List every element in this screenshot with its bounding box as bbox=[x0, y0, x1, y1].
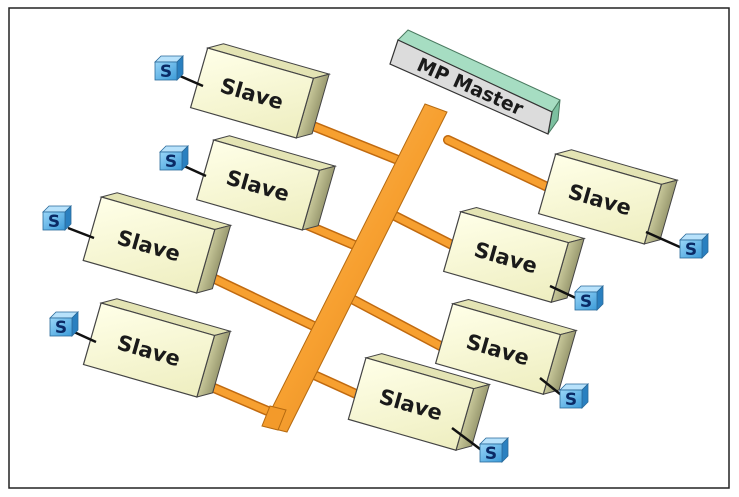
sensor-label: S bbox=[485, 444, 497, 464]
sensor-device-5: S bbox=[679, 233, 709, 260]
sensor-link-4 bbox=[73, 330, 97, 344]
slave-device-8: Slave bbox=[347, 353, 492, 451]
slave-device-4: Slave bbox=[82, 298, 233, 398]
slave-device-2: Slave bbox=[195, 135, 338, 231]
sensor-device-7: S bbox=[559, 383, 589, 410]
sensor-device-3: S bbox=[42, 205, 72, 232]
sensor-link-3 bbox=[67, 226, 95, 240]
mp-master: MP Master bbox=[389, 29, 561, 135]
sensor-label: S bbox=[165, 152, 177, 172]
sensor-link-2 bbox=[183, 164, 207, 178]
main-bus bbox=[261, 103, 448, 433]
branch-cable-core-6 bbox=[391, 212, 462, 252]
branch-cable-core-7 bbox=[346, 294, 452, 354]
sensor-device-6: S bbox=[574, 285, 604, 312]
sensor-label: S bbox=[565, 390, 577, 410]
sensor-label: S bbox=[685, 240, 697, 260]
slave-device-3: Slave bbox=[82, 192, 233, 294]
sensor-label: S bbox=[48, 212, 60, 232]
slave-device-5: Slave bbox=[537, 149, 680, 245]
sensor-label: S bbox=[55, 318, 67, 338]
sensor-device-8: S bbox=[479, 437, 509, 464]
sensor-device-4: S bbox=[49, 311, 79, 338]
sensor-label: S bbox=[160, 62, 172, 82]
branch-cable-core-8 bbox=[308, 370, 360, 398]
sensor-link-8 bbox=[451, 427, 485, 453]
slave-device-6: Slave bbox=[442, 207, 587, 303]
branch-cable-core-1 bbox=[294, 116, 412, 168]
branch-cable-core-3 bbox=[192, 266, 326, 334]
branch-cable-core-5 bbox=[444, 136, 562, 196]
sensor-link-5 bbox=[645, 230, 683, 250]
slave-device-1: Slave bbox=[189, 43, 332, 139]
sensor-devices: S S S S S S S S bbox=[42, 55, 709, 464]
sensor-label: S bbox=[580, 292, 592, 312]
sensor-device-1: S bbox=[154, 55, 184, 82]
bus-branches bbox=[191, 115, 563, 417]
sensor-device-2: S bbox=[159, 145, 189, 172]
sensor-link-1 bbox=[179, 74, 204, 88]
slave-device-7: Slave bbox=[434, 299, 579, 395]
